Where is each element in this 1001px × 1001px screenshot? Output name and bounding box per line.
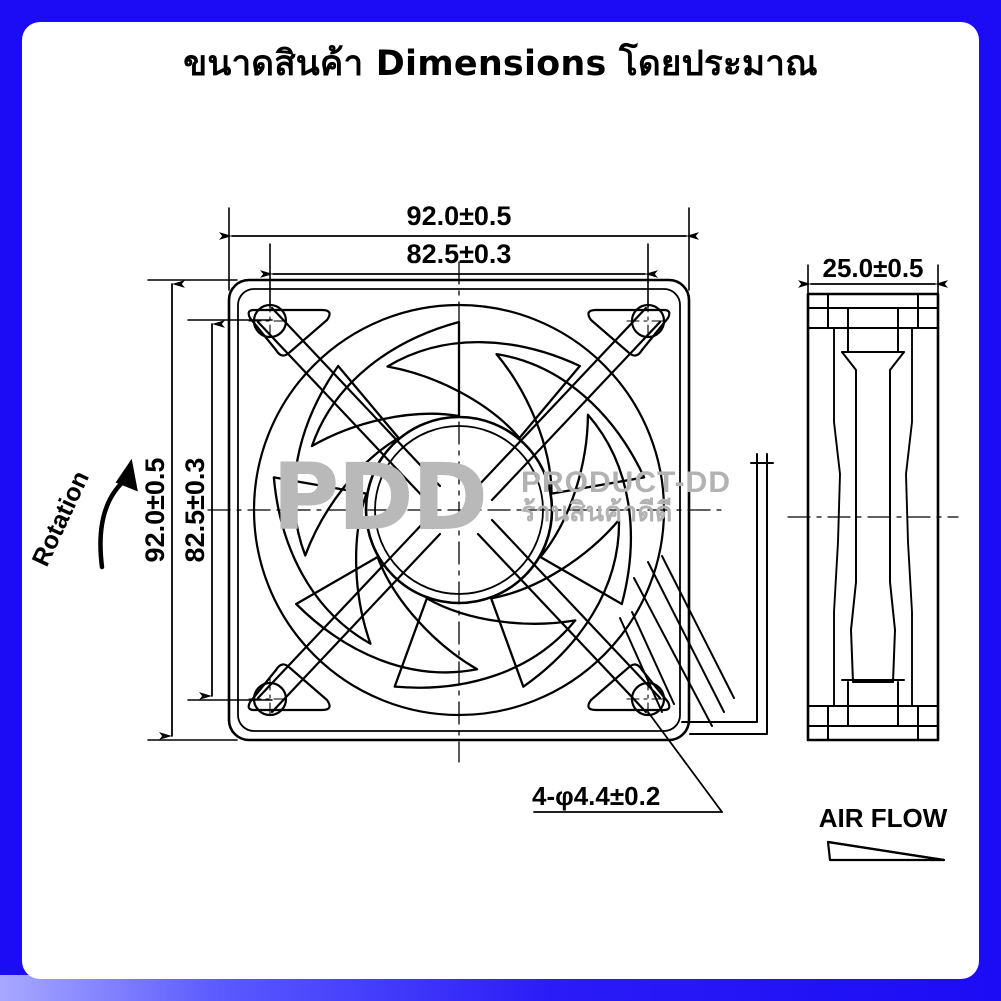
dim-label-width-92: 92.0±0.5 [407,201,512,231]
page-title: ขนาดสินค้า Dimensions โดยประมาณ [183,44,818,84]
dim-label-width-825: 82.5±0.3 [407,239,512,269]
fan-struts [256,306,662,714]
frame-corner-webs [247,308,671,712]
cable-lead-wires [619,453,774,735]
hole-note-leader [533,711,723,813]
blue-border-gradient-bottom [0,975,1001,1001]
front-view-centerlines [207,261,723,763]
fan-blades [272,320,646,689]
rotation-arrow [98,458,138,570]
dim-label-height-825: 82.5±0.3 [180,458,210,563]
airflow-label: AIR FLOW [819,803,948,833]
dim-label-holes: 4-φ4.4±0.2 [532,781,660,811]
extension-lines [147,207,690,741]
technical-drawing: 92.0±0.5 82.5±0.3 92.0±0.5 82.5±0.3 Rota… [22,22,979,979]
dim-label-depth-25: 25.0±0.5 [822,253,923,283]
side-view [787,264,959,862]
rotation-label: Rotation [27,467,95,571]
airflow-arrow [826,840,946,862]
dim-label-height-92: 92.0±0.5 [140,458,170,563]
